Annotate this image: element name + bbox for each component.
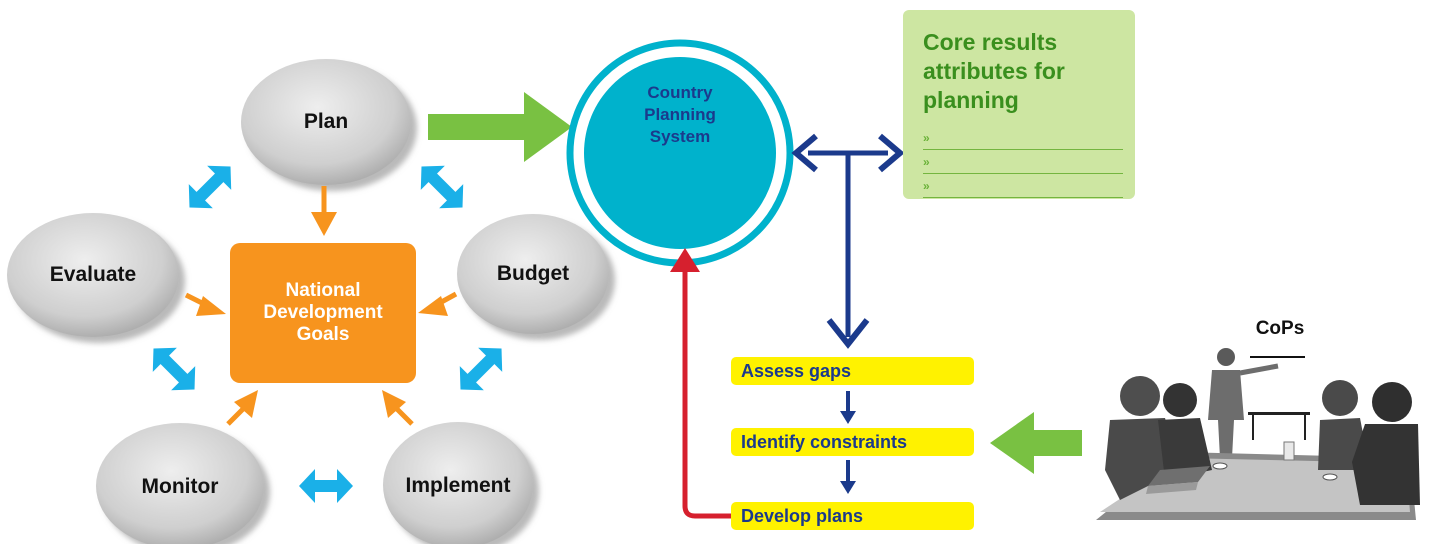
monitor-oval bbox=[96, 423, 264, 544]
cops-meeting-illustration bbox=[1096, 348, 1420, 520]
orange-arrow-from-implement bbox=[382, 390, 414, 426]
cops-label: CoPs bbox=[1255, 318, 1305, 339]
core-results-item: » bbox=[923, 174, 1123, 198]
implement-oval bbox=[383, 422, 533, 544]
plan-label: Plan bbox=[303, 110, 349, 133]
navy-arrow-step1-step2 bbox=[840, 391, 856, 424]
green-arrow-to-planning-system bbox=[428, 92, 572, 162]
implement-label: Implement bbox=[405, 474, 511, 497]
navy-arrow-step2-step3 bbox=[840, 460, 856, 494]
navy-double-arrow-to-panel bbox=[791, 133, 905, 173]
cyan-double-arrow-evaluate-monitor bbox=[152, 347, 196, 391]
core-results-panel: Core results attributes for planning » »… bbox=[903, 10, 1135, 199]
evaluate-label: Evaluate bbox=[49, 263, 137, 286]
step-develop-plans: Develop plans bbox=[731, 502, 974, 530]
national-development-goals-label: National Development Goals bbox=[263, 280, 383, 345]
plan-oval bbox=[241, 59, 411, 185]
cyan-double-arrow-budget-implement bbox=[459, 347, 503, 391]
orange-arrow-from-monitor bbox=[226, 390, 258, 426]
orange-arrow-from-plan bbox=[311, 186, 337, 236]
core-results-item: » bbox=[923, 126, 1123, 150]
cyan-double-arrow-plan-evaluate bbox=[188, 165, 232, 209]
step-assess-gaps: Assess gaps bbox=[731, 357, 974, 385]
core-results-title: Core results attributes for planning bbox=[923, 29, 1065, 113]
evaluate-oval bbox=[7, 213, 179, 337]
monitor-label: Monitor bbox=[141, 475, 219, 498]
step-identify-constraints: Identify constraints bbox=[731, 428, 974, 456]
budget-oval bbox=[457, 214, 609, 334]
planning-system-circle bbox=[584, 57, 776, 249]
green-arrow-from-cops bbox=[990, 412, 1082, 474]
budget-label: Budget bbox=[496, 262, 570, 285]
red-feedback-arrow bbox=[670, 248, 731, 519]
core-results-item: » bbox=[923, 150, 1123, 174]
national-development-goals-box: National Development Goals bbox=[230, 243, 416, 383]
navy-arrow-to-steps bbox=[826, 155, 870, 349]
planning-system-label: Country Planning System bbox=[644, 83, 716, 146]
cyan-double-arrow-monitor-implement bbox=[299, 469, 353, 503]
orange-arrow-from-evaluate bbox=[184, 292, 226, 316]
cyan-double-arrow-plan-budget bbox=[420, 165, 464, 209]
orange-arrow-from-budget bbox=[418, 291, 458, 316]
